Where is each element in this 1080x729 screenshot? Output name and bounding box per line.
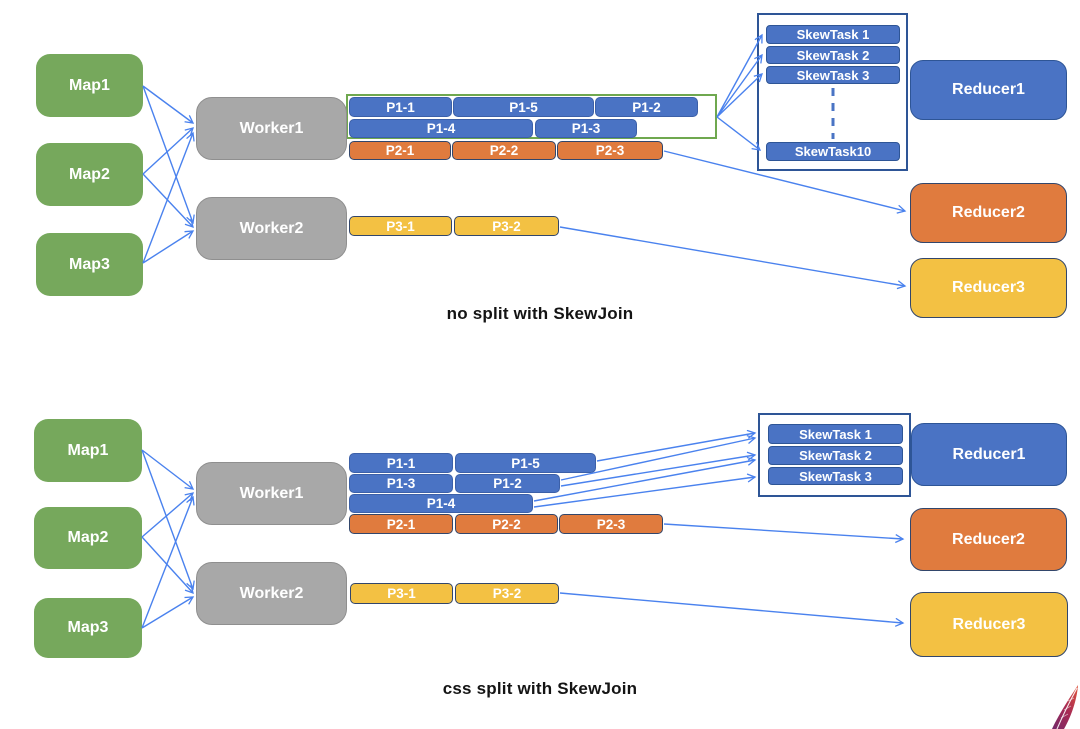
partition-box: P3-2 bbox=[454, 216, 559, 236]
skewtask-box: SkewTask 2 bbox=[768, 446, 903, 465]
partition-box: P1-1 bbox=[349, 97, 452, 117]
map-node: Map3 bbox=[34, 598, 142, 658]
partition-box: P3-1 bbox=[349, 216, 452, 236]
partition-box: P3-1 bbox=[350, 583, 453, 604]
map-node: Map1 bbox=[36, 54, 143, 117]
worker-node: Worker1 bbox=[196, 462, 347, 525]
reducer-node: Reducer2 bbox=[910, 508, 1067, 571]
partition-box: P2-1 bbox=[349, 141, 451, 160]
skewtask-box: SkewTask 2 bbox=[766, 46, 900, 64]
map-node: Map2 bbox=[34, 507, 142, 569]
partition-box: P1-3 bbox=[535, 119, 637, 138]
worker-node: Worker2 bbox=[196, 197, 347, 260]
diagram-caption: no split with SkewJoin bbox=[446, 304, 634, 323]
partition-box: P1-4 bbox=[349, 119, 533, 138]
reducer-node: Reducer2 bbox=[910, 183, 1067, 243]
reducer-node: Reducer1 bbox=[911, 423, 1067, 486]
diagram-caption: css split with SkewJoin bbox=[442, 679, 638, 698]
reducer-node: Reducer1 bbox=[910, 60, 1067, 120]
skewtask-box: SkewTask 3 bbox=[766, 66, 900, 84]
partition-box: P1-2 bbox=[455, 474, 560, 493]
partition-box: P2-3 bbox=[559, 514, 663, 534]
map-node: Map2 bbox=[36, 143, 143, 206]
partition-box: P1-1 bbox=[349, 453, 453, 473]
skewtask-box: SkewTask 3 bbox=[768, 467, 903, 485]
skewtask-box: SkewTask10 bbox=[766, 142, 900, 161]
partition-box: P1-5 bbox=[455, 453, 596, 473]
partition-box: P1-4 bbox=[349, 494, 533, 513]
apache-feather-logo bbox=[1052, 685, 1078, 729]
map-node: Map1 bbox=[34, 419, 142, 482]
skewtask-box: SkewTask 1 bbox=[766, 25, 900, 44]
worker-node: Worker2 bbox=[196, 562, 347, 625]
partition-box: P3-2 bbox=[455, 583, 559, 604]
partition-box: P2-3 bbox=[557, 141, 663, 160]
worker-node: Worker1 bbox=[196, 97, 347, 160]
partition-box: P2-2 bbox=[455, 514, 558, 534]
partition-box: P1-2 bbox=[595, 97, 698, 117]
partition-box: P1-5 bbox=[453, 97, 594, 117]
reducer-node: Reducer3 bbox=[910, 258, 1067, 318]
partition-box: P2-1 bbox=[349, 514, 453, 534]
partition-box: P1-3 bbox=[349, 474, 453, 493]
map-node: Map3 bbox=[36, 233, 143, 296]
split-outline-box bbox=[346, 94, 717, 139]
skewtask-box: SkewTask 1 bbox=[768, 424, 903, 444]
reducer-node: Reducer3 bbox=[910, 592, 1068, 657]
partition-box: P2-2 bbox=[452, 141, 556, 160]
